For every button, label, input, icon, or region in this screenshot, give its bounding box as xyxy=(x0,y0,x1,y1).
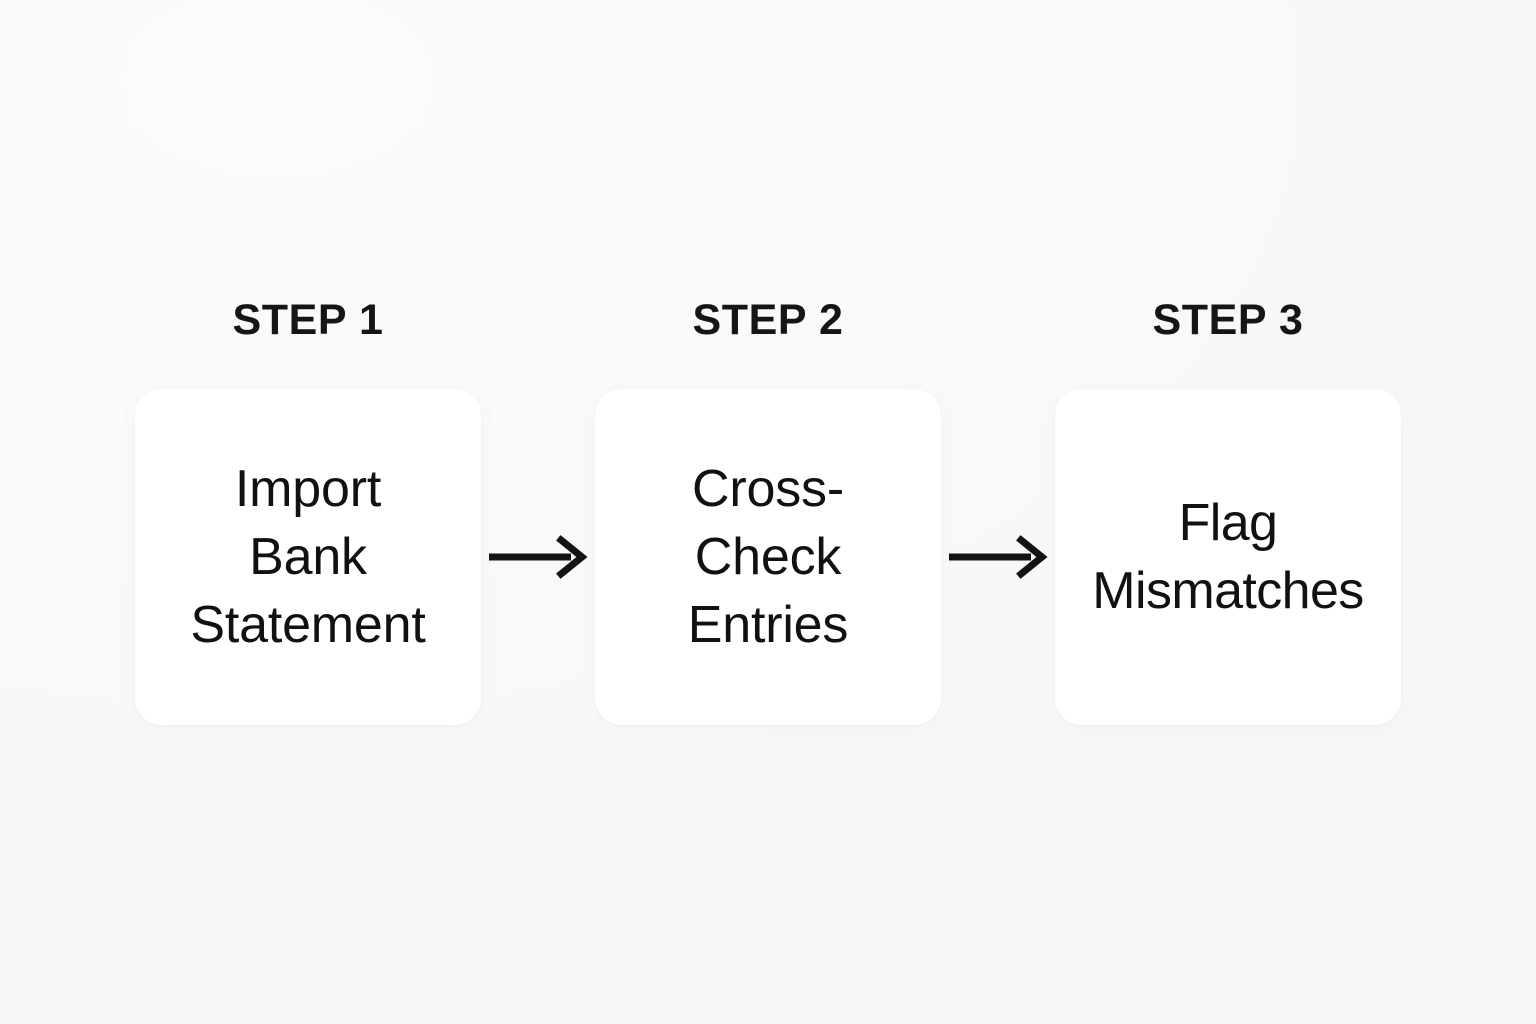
step-3[interactable]: STEP 3 Flag Mismatches xyxy=(1055,299,1401,725)
step-1[interactable]: STEP 1 Import Bank Statement xyxy=(135,299,481,725)
arrow-right-icon xyxy=(947,534,1049,580)
step-2[interactable]: STEP 2 Cross- Check Entries xyxy=(595,299,941,725)
step-2-label: STEP 2 xyxy=(692,296,844,344)
step-2-card-text: Cross- Check Entries xyxy=(687,459,849,655)
step-1-card[interactable]: Import Bank Statement xyxy=(135,389,481,725)
step-1-label: STEP 1 xyxy=(232,296,384,344)
step-2-card[interactable]: Cross- Check Entries xyxy=(595,389,941,725)
arrow-right-icon xyxy=(487,534,589,580)
step-3-card[interactable]: Flag Mismatches xyxy=(1055,389,1401,725)
step-1-card-text: Import Bank Statement xyxy=(190,459,426,655)
connector-2 xyxy=(941,389,1055,725)
step-3-label: STEP 3 xyxy=(1152,296,1304,344)
step-3-card-text: Flag Mismatches xyxy=(1092,493,1364,620)
connector-1 xyxy=(481,389,595,725)
